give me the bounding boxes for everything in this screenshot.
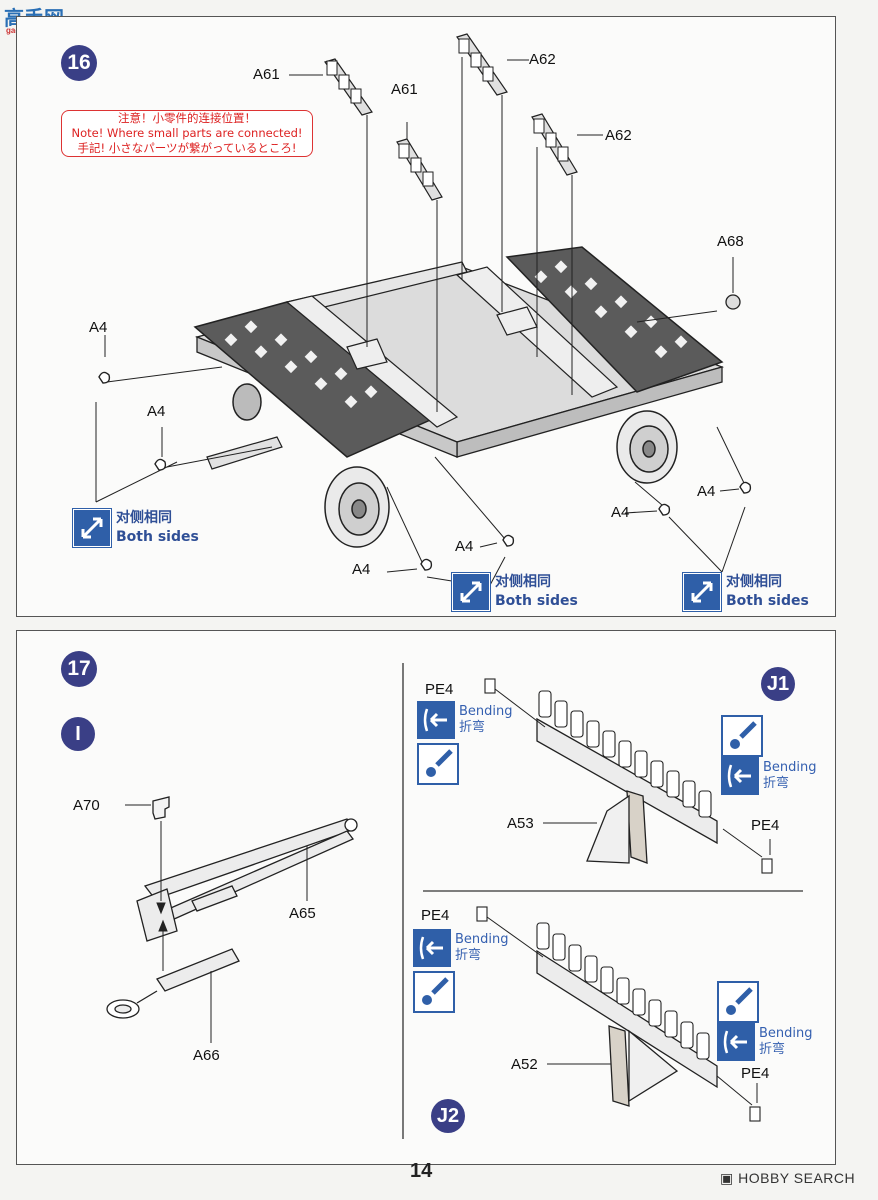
bending-cn: 折弯 <box>459 720 486 735</box>
page-number: 14 <box>410 1160 433 1182</box>
bending-en: Bending <box>459 704 513 719</box>
double-arrow-icon <box>72 508 112 548</box>
label-pe4-j1-bottom: PE4 <box>751 817 780 834</box>
both-sides-en: Both sides <box>495 593 578 609</box>
both-sides-en: Both sides <box>726 593 809 609</box>
bending-cn: 折弯 <box>455 948 482 963</box>
label-pe4-j2-top: PE4 <box>421 907 450 924</box>
both-sides-cn: 对侧相同 <box>116 510 172 526</box>
bending-badge-j1-right: Bending 折弯 <box>721 757 817 795</box>
double-arrow-icon <box>451 572 491 612</box>
glue-bottle-icon <box>721 715 763 757</box>
label-a65: A65 <box>289 905 316 922</box>
bend-arrow-icon <box>717 1023 755 1061</box>
double-arrow-icon <box>682 572 722 612</box>
label-a66: A66 <box>193 1047 220 1064</box>
label-a62-right: A62 <box>605 127 632 144</box>
sub-step-j2-badge: J2 <box>431 1099 465 1133</box>
bending-cn: 折弯 <box>759 1042 786 1057</box>
label-a4-2: A4 <box>147 403 166 420</box>
both-sides-badge-right: 对侧相同 Both sides <box>682 572 809 612</box>
label-pe4-j2-bottom: PE4 <box>741 1065 770 1082</box>
both-sides-cn: 对侧相同 <box>726 574 782 590</box>
label-a68: A68 <box>717 233 744 250</box>
step-16-badge: 16 <box>61 45 97 81</box>
sub-step-j1-badge: J1 <box>761 667 795 701</box>
attention-note: 注意！小零件的连接位置！ Note! Where small parts are… <box>61 110 313 157</box>
label-pe4-j1-top: PE4 <box>425 681 454 698</box>
bend-arrow-icon <box>417 701 455 739</box>
step-17-drawing <box>106 663 803 1139</box>
both-sides-cn: 对侧相同 <box>495 574 551 590</box>
step-16-panel: 16 注意！小零件的连接位置！ Note! Where small parts … <box>16 16 836 617</box>
note-line-cn: 注意！小零件的连接位置！ <box>118 111 256 125</box>
label-a4-5: A4 <box>611 504 630 521</box>
trailer-assembly-drawing <box>95 33 752 588</box>
wheel-left <box>324 466 390 548</box>
glue-bottle-icon <box>417 743 459 785</box>
label-a4-3: A4 <box>352 561 371 578</box>
label-a4-4: A4 <box>455 538 474 555</box>
bending-en: Bending <box>763 760 817 775</box>
glue-bottle-icon <box>413 971 455 1013</box>
sub-step-i-badge: I <box>61 717 95 751</box>
footer-text: HOBBY SEARCH <box>738 1170 856 1186</box>
step-17-badge: 17 <box>61 651 97 687</box>
both-sides-badge-center: 对侧相同 Both sides <box>451 572 578 612</box>
bending-badge-j1-left: Bending 折弯 <box>417 701 513 739</box>
bending-badge-j2-left: Bending 折弯 <box>413 929 509 967</box>
label-a4-6: A4 <box>697 483 716 500</box>
bending-badge-j2-right: Bending 折弯 <box>717 1023 813 1061</box>
label-a61-left: A61 <box>253 66 280 83</box>
bending-en: Bending <box>759 1026 813 1041</box>
right-deck-plate <box>505 246 724 393</box>
label-a70: A70 <box>73 797 100 814</box>
glue-bottle-icon <box>717 981 759 1023</box>
wheel-rear <box>232 383 262 421</box>
both-sides-badge-left: 对侧相同 Both sides <box>72 508 199 548</box>
note-line-jp: 手記! 小さなパーツが繋がっているところ! <box>77 141 297 155</box>
wheel-right <box>616 410 678 484</box>
hobby-search-icon: ▣ <box>720 1170 739 1186</box>
label-a53: A53 <box>507 815 534 832</box>
label-a62-top: A62 <box>529 51 556 68</box>
label-a52: A52 <box>511 1056 538 1073</box>
bend-arrow-icon <box>413 929 451 967</box>
bend-arrow-icon <box>721 757 759 795</box>
footer-watermark: ▣ HOBBY SEARCH <box>720 1170 855 1187</box>
both-sides-en: Both sides <box>116 529 199 545</box>
label-a4-1: A4 <box>89 319 108 336</box>
step-17-panel: 17 I J1 J2 <box>16 630 836 1165</box>
bending-cn: 折弯 <box>763 776 790 791</box>
bending-en: Bending <box>455 932 509 947</box>
note-line-en: Note! Where small parts are connected! <box>71 126 303 140</box>
label-a61-mid: A61 <box>391 81 418 98</box>
